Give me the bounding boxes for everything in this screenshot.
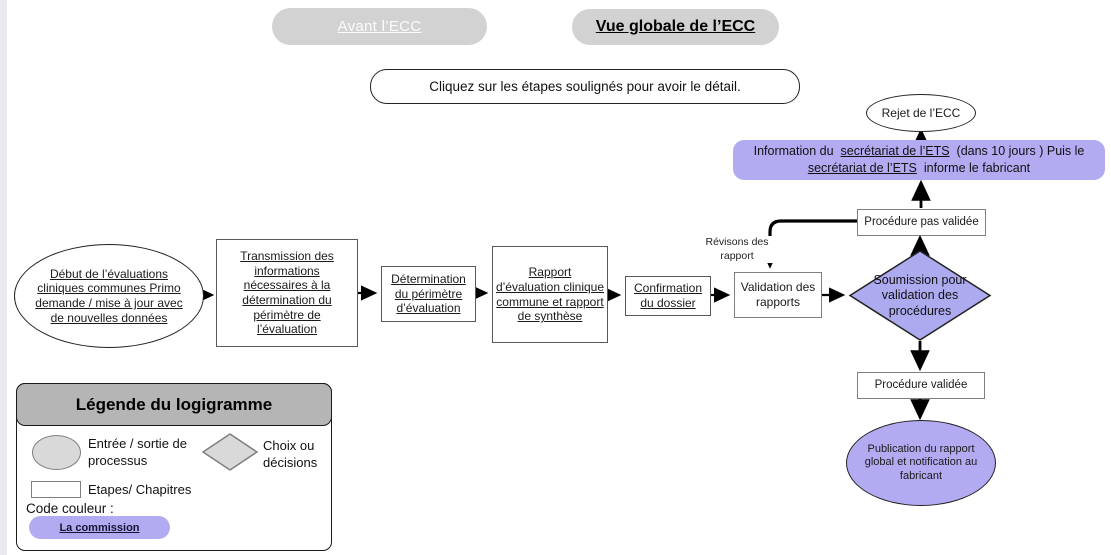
- instruction-text: Cliquez sur les étapes soulignés pour av…: [429, 79, 741, 94]
- legend-ellipse-icon: [32, 435, 81, 470]
- info-line-1: Information du secrétariat de l’ETS (dan…: [754, 143, 1085, 160]
- node-validation-rapports: Validation des rapports: [734, 272, 822, 318]
- node-determination-perimetre[interactable]: Détermination du périmètre d’évaluation: [381, 266, 476, 322]
- secretariat-ets-link-2[interactable]: secrétariat de l’ETS: [807, 161, 917, 175]
- node-validation-rapports-label: Validation des rapports: [740, 280, 816, 309]
- info-secretariat-box: Information du secrétariat de l’ETS (dan…: [733, 140, 1105, 180]
- node-confirmation-dossier[interactable]: Confirmation du dossier: [625, 276, 711, 316]
- node-publication-rapport-label: Publication du rapport global et notific…: [864, 442, 978, 482]
- tab-vue-globale-ecc-label: Vue globale de l’ECC: [595, 18, 756, 35]
- info-line-2: secrétariat de l’ETS informe le fabrican…: [808, 160, 1030, 177]
- node-procedure-pas-validee: Procédure pas validée: [857, 209, 986, 236]
- info-mid-text: (dans 10 jours ) Puis le: [956, 144, 1085, 159]
- tab-avant-ecc[interactable]: Avant l’ECC: [272, 8, 487, 45]
- info-pre-text: Information du: [753, 144, 834, 159]
- node-procedure-pas-validee-label: Procédure pas validée: [864, 216, 979, 229]
- left-edge-strip: [0, 0, 7, 555]
- legend-diamond-icon: [201, 432, 259, 477]
- node-publication-rapport: Publication du rapport global et notific…: [846, 420, 996, 506]
- node-rapport-evaluation[interactable]: Rapport d’évaluation clinique commune et…: [492, 246, 608, 343]
- legend-entree-sortie-label: Entrée / sortie de processus: [88, 436, 187, 468]
- legend-commission-link[interactable]: La commission: [29, 516, 170, 539]
- node-debut-evaluations[interactable]: Début de l’évaluations cliniques commune…: [14, 244, 204, 348]
- node-transmission-informations[interactable]: Transmission des informations nécessaire…: [216, 239, 358, 347]
- decision-diamond-shape: [848, 250, 992, 341]
- node-soumission-validation-label: Soumission pour validation des procédure…: [873, 272, 967, 318]
- legend-code-couleur-label: Code couleur :: [26, 501, 114, 516]
- node-rejet-ecc: Rejet de l’ECC: [866, 94, 976, 132]
- node-rapport-evaluation-label: Rapport d’évaluation clinique commune et…: [495, 265, 605, 324]
- legend-commission-label: La commission: [59, 521, 140, 534]
- node-procedure-validee-label: Procédure validée: [874, 379, 968, 392]
- legend-title: Légende du logigramme: [75, 394, 273, 414]
- node-soumission-validation: Soumission pour validation des procédure…: [862, 269, 978, 323]
- legend-etapes-label: Etapes/ Chapitres: [88, 482, 192, 497]
- legend-rect-icon: [31, 481, 81, 498]
- node-rejet-ecc-label: Rejet de l’ECC: [881, 105, 961, 120]
- node-debut-evaluations-label: Début de l’évaluations cliniques commune…: [35, 266, 183, 325]
- node-determination-perimetre-label: Détermination du périmètre d’évaluation: [391, 272, 466, 316]
- info-post-text: informe le fabricant: [923, 161, 1031, 175]
- tab-avant-ecc-label: Avant l’ECC: [337, 18, 422, 35]
- secretariat-ets-link-1[interactable]: secrétariat de l’ETS: [840, 144, 950, 159]
- node-transmission-informations-label: Transmission des informations nécessaire…: [240, 249, 334, 337]
- tab-vue-globale-ecc[interactable]: Vue globale de l’ECC: [572, 9, 779, 45]
- legend-choix-label: Choix ou décisions: [263, 438, 318, 470]
- legend-header: Légende du logigramme: [16, 383, 332, 426]
- node-procedure-validee: Procédure validée: [857, 372, 985, 399]
- node-confirmation-dossier-label: Confirmation du dossier: [633, 281, 703, 310]
- revision-arrow-label: Révisons des rapport: [693, 236, 781, 264]
- arrow-revision-loop: [758, 219, 857, 269]
- instruction-banner: Cliquez sur les étapes soulignés pour av…: [370, 69, 800, 104]
